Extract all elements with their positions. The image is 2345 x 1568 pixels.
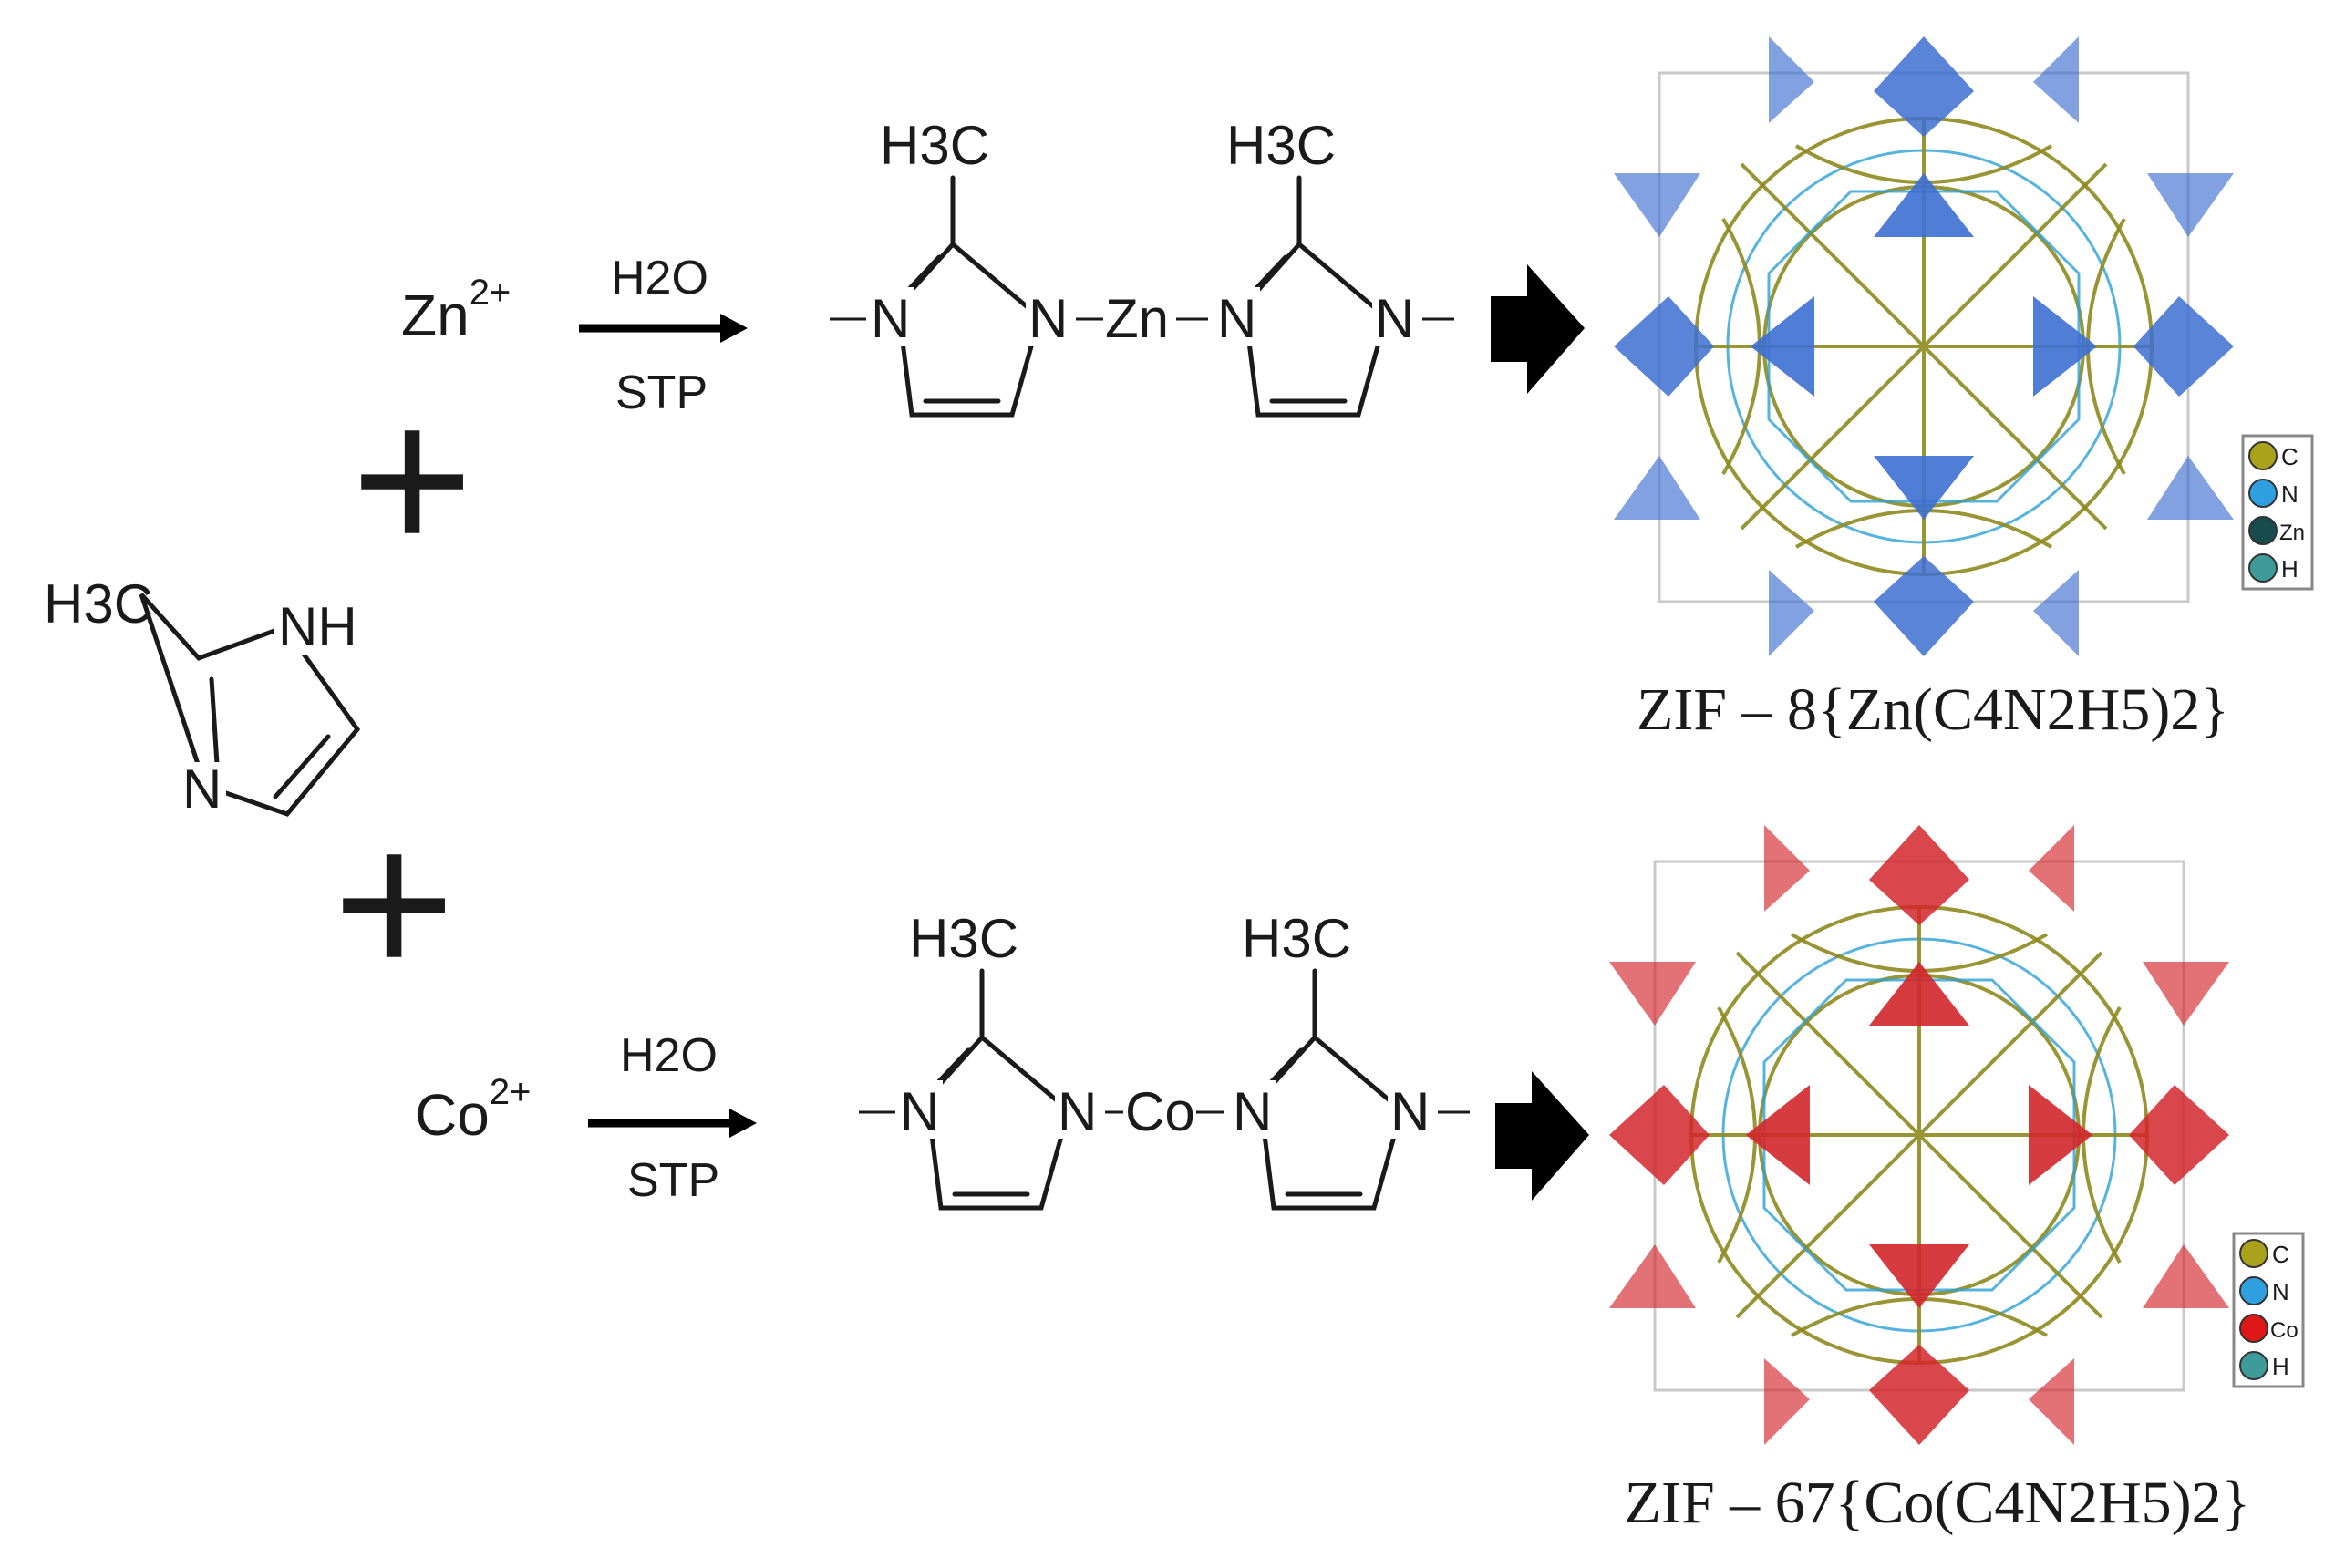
chain-n-3: N [1217,288,1256,349]
chain-metal-zn: Zn [1105,288,1169,349]
legend-zif67: C N Co H [2232,1232,2305,1388]
block-arrow-co [1495,1071,1589,1201]
reaction-co: Co2+ H2O STP H3C N N Co H3C N [415,825,2305,1536]
legend-zif67-swatch-3 [2239,1351,2268,1380]
ligand-n-label: N [182,758,222,820]
framework-zif8 [1614,36,2234,656]
legend-zif67-row-1: N [2239,1276,2289,1305]
plus-sign-top: + [351,362,473,596]
product-chain-zn: H3C N N Zn H3C N N [830,115,1454,418]
legend-zif67-swatch-2 [2239,1314,2268,1343]
condition-solvent-zn: H2O [611,252,708,304]
legend-zif67-row-0: C [2239,1239,2289,1268]
condition-solvent-co: H2O [620,1029,718,1082]
legend-zif67-swatch-0 [2239,1239,2268,1268]
svg-text:Zn: Zn [2279,521,2305,545]
reaction-zn: Zn2+ H2O STP H3C N N Zn H3C N [401,36,2314,743]
chain-n-4: N [1375,288,1414,349]
ligand-double-bond [209,676,220,767]
legend-zif8-row-3: H [2248,553,2299,583]
chain-n-1: N [900,1081,939,1142]
svg-text:H: H [2272,1353,2289,1380]
svg-text:N: N [2272,1278,2289,1305]
metal-ion-co: Co2+ [415,1072,531,1148]
chain-n-2: N [1058,1081,1097,1142]
framework-zif67 [1609,825,2229,1445]
chain-methyl-1: H3C [909,908,1018,969]
chain-n-1: N [871,288,910,349]
framework-label-zif67: ZIF – 67{Co(C4N2H5)2} [1625,1470,2251,1536]
chain-n-4: N [1390,1081,1430,1142]
chain-n-2: N [1028,288,1068,349]
plus-sign-bottom: + [333,786,455,1020]
legend-zif67-swatch-1 [2239,1276,2268,1305]
reaction-arrow-zn-head [720,314,748,343]
svg-text:Co: Co [2270,1318,2299,1343]
legend-zif8-swatch-1 [2248,479,2278,508]
block-arrow-zn [1491,264,1585,394]
condition-stp-co: STP [627,1154,719,1207]
legend-zif8-row-2: Zn [2248,516,2305,545]
chain-methyl-2: H3C [1242,908,1351,969]
legend-zif8-row-0: C [2248,441,2299,470]
framework-zif67-polyhedra [1609,825,2229,1445]
legend-zif8-swatch-3 [2248,553,2278,583]
chain-n-3: N [1233,1081,1272,1142]
ligand-nh-label: NH [278,596,357,657]
legend-zif8-swatch-2 [2248,516,2278,545]
ligand-methyl-label: H3C [44,573,153,634]
svg-text:H: H [2281,555,2299,583]
chain-methyl-1: H3C [880,115,989,176]
legend-zif67-row-2: Co [2239,1314,2299,1343]
reaction-arrow-co-head [729,1109,757,1138]
metal-ion-zn: Zn2+ [401,273,511,348]
ligand-2-methylimidazole: H3C NH N [44,573,374,820]
svg-text:N: N [2281,480,2299,508]
chain-methyl-2: H3C [1226,115,1336,176]
legend-zif8: C N Zn H [2241,434,2314,591]
ligand-double-bond-2 [273,734,331,799]
chain-metal-co: Co [1125,1081,1195,1142]
svg-text:C: C [2281,443,2299,470]
legend-zif8-swatch-0 [2248,441,2278,470]
framework-zif8-polyhedra [1614,36,2234,656]
condition-stp-zn: STP [615,366,708,419]
legend-zif8-row-1: N [2248,479,2299,508]
framework-label-zif8: ZIF – 8{Zn(C4N2H5)2} [1637,676,2229,743]
product-chain-co: H3C N N Co H3C N N [859,908,1470,1211]
svg-text:C: C [2272,1241,2289,1268]
legend-zif67-row-3: H [2239,1351,2289,1380]
